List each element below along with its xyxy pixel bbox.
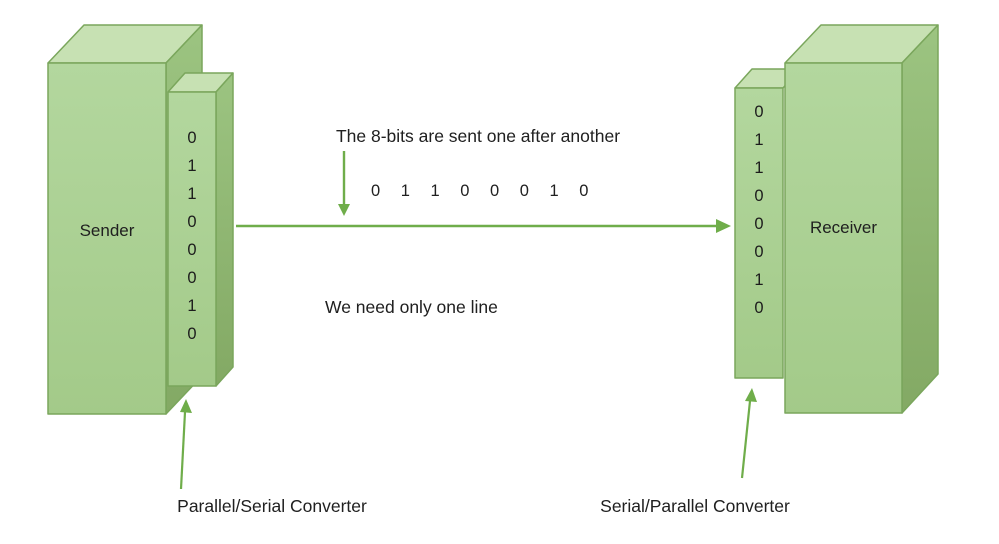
sender-bit: 0: [187, 269, 197, 287]
sender-bit: 0: [187, 213, 197, 231]
serial-line-arrow: [236, 219, 731, 233]
receiver-bit: 1: [754, 131, 764, 149]
sender-converter-box: [167, 72, 234, 387]
receiver-bit: 0: [754, 215, 764, 233]
sender-bit: 0: [187, 129, 197, 147]
channel-note: We need only one line: [325, 297, 498, 317]
receiver-bit: 1: [754, 159, 764, 177]
serial-parallel-pointer-arrow: [740, 388, 757, 479]
serial-bit-stream: 0 1 1 0 0 0 1 0: [370, 182, 589, 200]
parallel-serial-converter-label: Parallel/Serial Converter: [177, 496, 367, 516]
receiver-bit: 0: [754, 187, 764, 205]
receiver-bits-column: 0 1 1 0 0 0 1 0: [735, 98, 783, 322]
receiver-bit: 0: [754, 299, 764, 317]
channel-caption: The 8-bits are sent one after another: [335, 126, 621, 146]
sender-bit: 0: [187, 241, 197, 259]
receiver-converter-box: [734, 68, 801, 379]
serial-parallel-converter-label: Serial/Parallel Converter: [600, 496, 790, 516]
caption-arrow: [338, 151, 350, 216]
receiver-bit: 1: [754, 271, 764, 289]
receiver-label: Receiver: [809, 218, 878, 237]
receiver-box: [784, 24, 939, 414]
sender-bit: 1: [187, 185, 197, 203]
sender-bits-column: 0 1 1 0 0 0 1 0: [168, 124, 216, 348]
sender-bit: 1: [187, 297, 197, 315]
receiver-bit: 0: [754, 103, 764, 121]
sender-bit: 0: [187, 325, 197, 343]
sender-label: Sender: [79, 221, 135, 240]
sender-bit: 1: [187, 157, 197, 175]
parallel-serial-pointer-arrow: [179, 399, 192, 490]
receiver-bit: 0: [754, 243, 764, 261]
